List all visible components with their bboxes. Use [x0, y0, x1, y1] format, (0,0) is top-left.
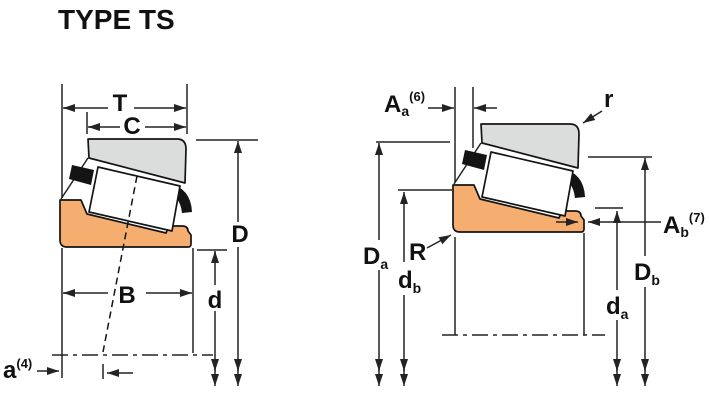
dimension-D: D [231, 141, 249, 386]
label-Da: Da [363, 243, 388, 272]
label-C: C [123, 113, 140, 140]
label-T: T [113, 90, 128, 117]
label-Aa: Aa(6) [384, 89, 425, 119]
right-extension-lines [376, 87, 652, 335]
dimension-T: T [63, 90, 186, 117]
label-Db: Db [634, 259, 660, 288]
leader-r: r [582, 86, 613, 124]
dimension-Ab: Ab(7) [556, 210, 705, 240]
dimension-C: C [88, 113, 186, 140]
leader-R: R [409, 234, 452, 266]
label-db: db [398, 267, 421, 296]
label-a: a(4) [3, 356, 32, 384]
left-view: T C B D [3, 84, 258, 386]
label-B: B [118, 282, 135, 309]
dimension-db: db [398, 192, 421, 386]
dimension-da: da [606, 211, 629, 386]
dimension-Db: Db [634, 158, 660, 386]
page-title: TYPE TS [58, 4, 175, 35]
label-r: r [604, 86, 613, 113]
label-D: D [231, 221, 248, 248]
load-line-dashed [102, 175, 138, 353]
label-da: da [606, 293, 629, 322]
label-R: R [409, 239, 426, 266]
label-Ab: Ab(7) [663, 210, 705, 240]
dimension-Da: Da [363, 143, 388, 386]
dimension-B: B [63, 282, 192, 309]
dimension-a: a(4) [3, 356, 133, 384]
dimension-Aa: Aa(6) [384, 89, 497, 119]
left-bearing [59, 138, 193, 248]
label-d: d [208, 287, 223, 314]
left-extension-lines [61, 84, 258, 378]
dimension-d: d [208, 251, 223, 386]
right-view: Aa(6) r R Ab(7) [363, 86, 705, 386]
